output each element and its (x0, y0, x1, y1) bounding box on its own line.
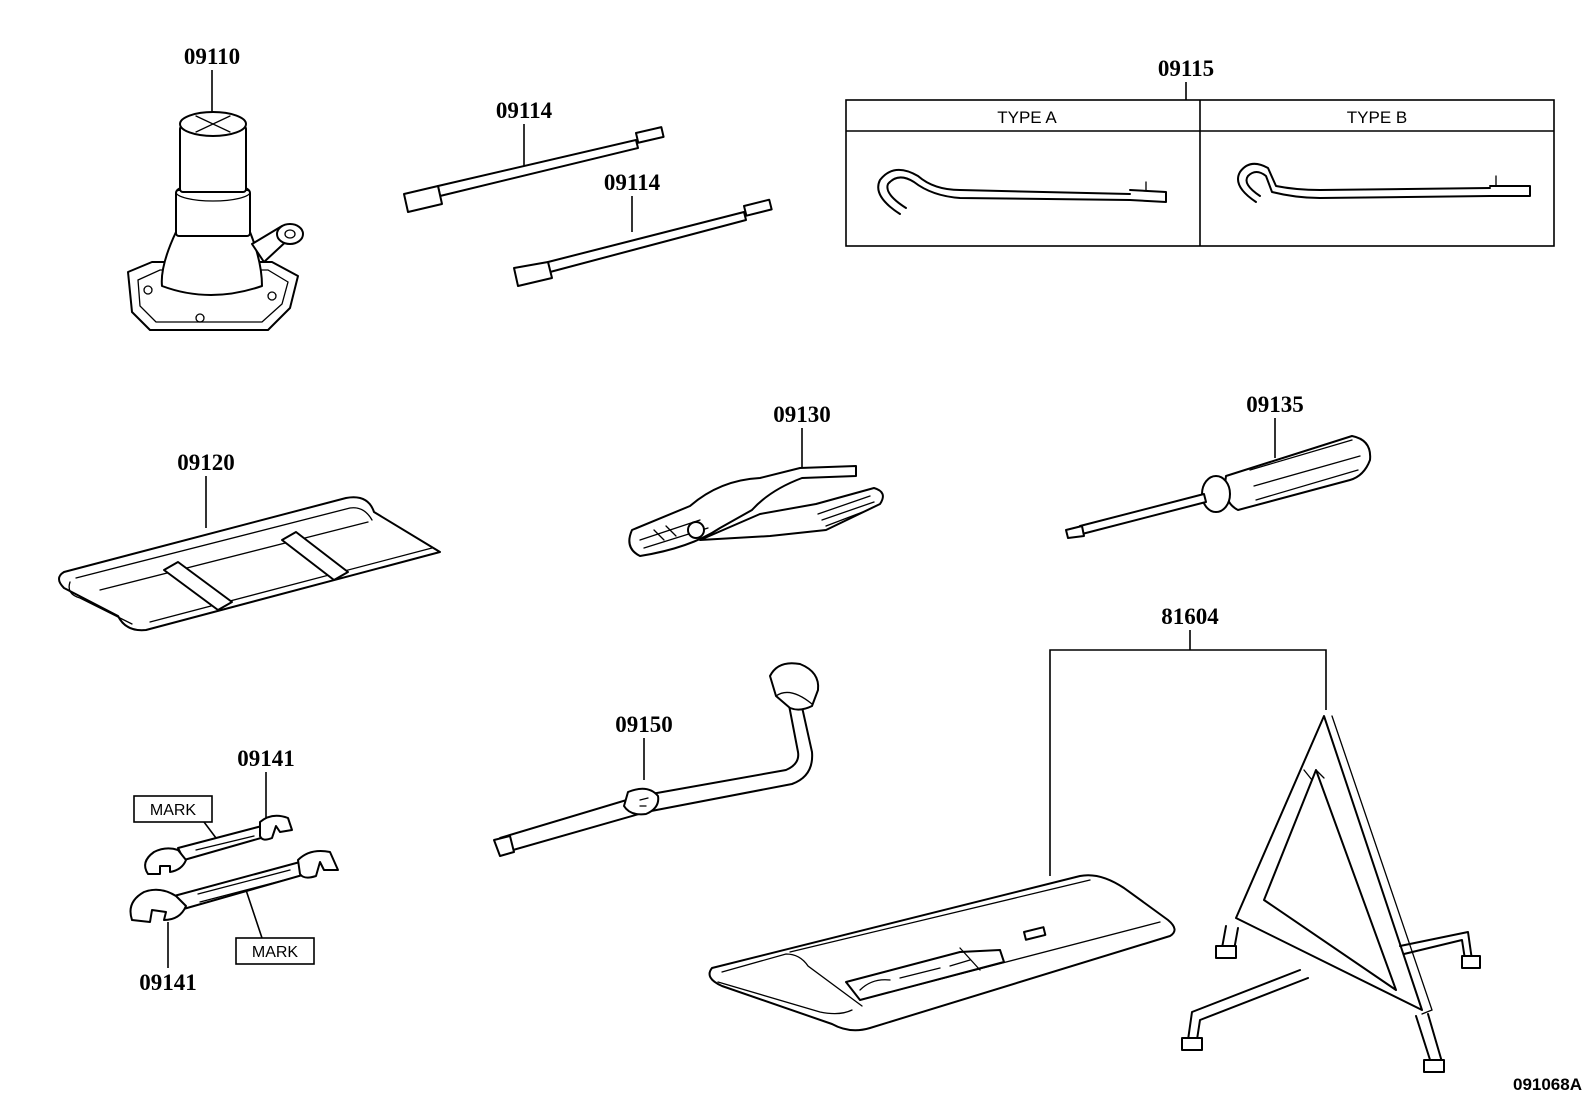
warning-triangle-kit: 81604 (708, 604, 1481, 1073)
part-number-hook: 09115 (1158, 56, 1214, 81)
tool-bag: 09120 (58, 450, 441, 632)
jack-handle-upper: 09114 (403, 98, 665, 213)
jack-illustration: 09110 (127, 44, 304, 331)
part-number-lug-wrench: 09150 (615, 712, 673, 737)
part-number-jack: 09110 (184, 44, 240, 69)
part-number-wrench-lower: 09141 (139, 970, 197, 995)
part-number-handle-lower: 09114 (604, 170, 661, 195)
wrench-upper: 09141 MARK (133, 746, 295, 875)
diagram-reference-code: 091068A (1513, 1075, 1582, 1094)
type-a-label: TYPE A (997, 108, 1057, 127)
part-number-screwdriver: 09135 (1246, 392, 1304, 417)
mark-label-lower: MARK (252, 944, 299, 961)
part-number-wrench-upper: 09141 (237, 746, 295, 771)
screwdriver: 09135 (1065, 392, 1372, 539)
part-number-handle-upper: 09114 (496, 98, 553, 123)
mark-label-upper: MARK (150, 802, 197, 819)
part-number-tool-bag: 09120 (177, 450, 235, 475)
hook-table: 09115 TYPE A TYPE B (845, 56, 1555, 247)
wrench-lower: 09141 MARK (129, 850, 339, 995)
pliers: 09130 (628, 402, 884, 557)
type-b-label: TYPE B (1347, 108, 1407, 127)
lug-wrench: 09150 (493, 662, 820, 857)
jack-handle-lower: 09114 (513, 170, 773, 287)
part-number-pliers: 09130 (773, 402, 831, 427)
part-number-warning-triangle: 81604 (1161, 604, 1219, 629)
